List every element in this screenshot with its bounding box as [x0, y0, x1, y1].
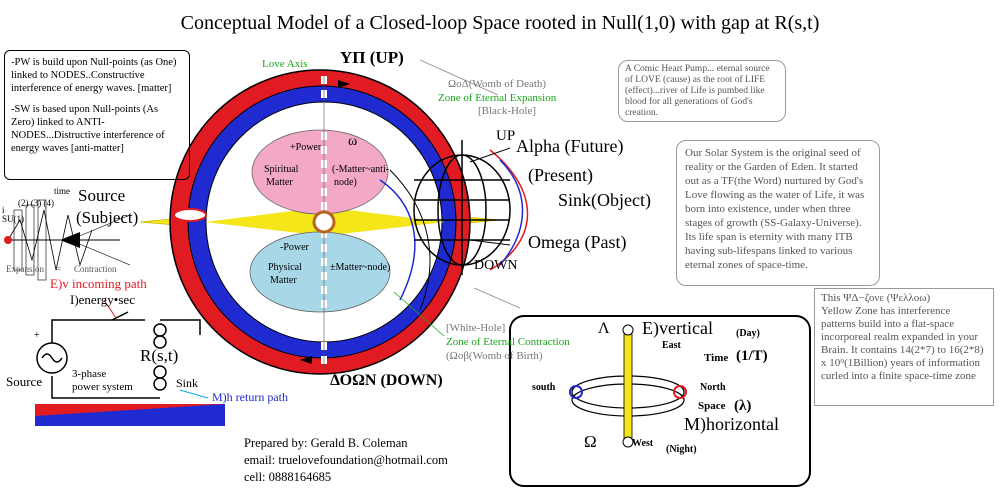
energy-label: I)energy•sec: [70, 292, 135, 307]
physical-node: ±Matter~node): [330, 262, 391, 273]
compass-day: (Day): [736, 328, 760, 339]
credits-email: email: truelovefoundation@hotmail.com: [244, 453, 448, 467]
spiritual-node: (-Matter~anti-: [332, 164, 390, 175]
compass-west: West: [632, 438, 654, 449]
pointer-omega: [469, 239, 511, 246]
circuit-source-label: Source: [6, 374, 43, 389]
solar-system-box: Our Solar System is the original seed of…: [676, 140, 880, 286]
black-flow-line: [389, 169, 431, 311]
credits-cell: cell: 0888164685: [244, 470, 332, 484]
ring-arrow-bottom: [300, 356, 312, 364]
up-label: ΥΠ (UP): [340, 48, 404, 67]
pointer-yellow: [473, 287, 521, 309]
omega-label: Omega (Past): [528, 232, 627, 252]
plus-label: +: [34, 330, 40, 341]
compass-north: North: [700, 382, 726, 393]
compass-drawing: [569, 324, 687, 448]
blue-flow-line: [379, 179, 416, 301]
pointer-heart: [419, 59, 499, 96]
left-info-box: -PW is build upon Null-points (as One) l…: [4, 50, 190, 180]
incoming-pointer: [103, 299, 117, 319]
ring-arrow-top: [338, 80, 350, 88]
present-label: (Present): [528, 165, 593, 185]
compass-space-val: (λ): [734, 398, 752, 414]
spiritual-line1: Spiritual: [264, 164, 299, 175]
compass-omega: Ω: [584, 432, 597, 451]
pointer-alpha: [469, 147, 511, 163]
credits-prepared: Prepared by: Gerald B. Coleman: [244, 436, 408, 450]
globe: [413, 140, 511, 275]
compass-time: Time: [704, 352, 729, 364]
yellow-box-body: Yellow Zone has interference patterns bu…: [821, 305, 984, 382]
center-null-circle: [312, 210, 336, 234]
womb-birth-label: (Ωοβ(Womb of Birth): [446, 350, 543, 362]
white-hole-label: [White-Hole]: [446, 322, 506, 334]
expansion-label: Expansion: [6, 264, 44, 274]
source-label: Source: [78, 186, 126, 205]
incoming-path-label: E)v incoming path: [50, 276, 147, 291]
circuit-diagram: [36, 311, 201, 399]
page-title: Conceptual Model of a Closed-loop Space …: [180, 12, 820, 34]
compass-evertical: E)vertical: [642, 318, 713, 338]
return-path-label: M)h return path: [212, 390, 288, 404]
womb-death-label: ΩοΔ(Womb of Death): [448, 78, 547, 90]
return-pointer: [179, 389, 209, 399]
system-label: 3-phase: [72, 368, 107, 380]
black-hole-label: [Black-Hole]: [478, 105, 537, 117]
blue-wave-right: [499, 159, 524, 266]
system2-label: power system: [72, 381, 133, 393]
down-label: ΔΟΩΝ (DOWN): [330, 372, 443, 389]
love-axis-label: Love Axis: [262, 58, 308, 70]
zone-expansion-label: Zone of Eternal Expansion: [438, 92, 557, 104]
spiritual-line2: Matter: [266, 177, 293, 188]
compass-mhorizontal: M)horizontal: [684, 414, 779, 434]
pw-text: -PW is build upon Null-points (as One) l…: [11, 57, 177, 94]
contraction-label: Contraction: [74, 264, 117, 274]
compass-south: south: [532, 382, 556, 393]
down-right-label: DOWN: [474, 258, 518, 273]
physical-line2: Matter: [270, 275, 297, 286]
yellow-box-head: This ΨΔ−ζονε (Ψελλοω): [821, 292, 931, 304]
physical-line1: Physical: [268, 262, 302, 273]
wave-time-label: time: [54, 186, 70, 196]
up-right-label: UP: [496, 128, 516, 144]
compass-night: (Night): [666, 444, 697, 455]
zone-contraction-label: Zone of Eternal Contraction: [446, 336, 570, 348]
compass-space: Space: [698, 400, 726, 412]
contraction-pointer: [393, 291, 445, 337]
compass-time-val: (1/T): [736, 348, 768, 364]
compass-east: East: [662, 340, 681, 351]
gap-oval: [173, 208, 207, 222]
bar-blue: [35, 404, 225, 426]
subject-label: (Subject): [76, 208, 139, 227]
compass-lambda: Λ: [598, 320, 610, 337]
wave-nums-label: (2) (3) (4): [18, 198, 54, 208]
sw-text: -SW is based upon Null-points (As Zero) …: [11, 104, 165, 154]
spiritual-omega: ω: [348, 134, 358, 149]
wave-i-label: i: [2, 205, 5, 215]
spiritual-power: +Power: [290, 142, 322, 153]
eq-label: =: [56, 264, 62, 274]
circuit-sink-label: Sink: [176, 376, 199, 390]
yellow-zone-box: This ΨΔ−ζονε (Ψελλοω) Yellow Zone has in…: [814, 288, 994, 406]
sink-object-label: Sink(Object): [558, 190, 651, 210]
physical-power: -Power: [280, 242, 309, 253]
rst-label: R(s,t): [140, 346, 179, 365]
heart-pump-box: A Comic Heart Pump... eternal source of …: [618, 60, 786, 122]
wave-su-label: SU(1): [2, 214, 24, 224]
compass-box: [509, 315, 811, 487]
wave-diagram: [4, 199, 131, 281]
spiritual-node2: node): [334, 177, 357, 188]
alpha-label: Alpha (Future): [516, 136, 624, 156]
